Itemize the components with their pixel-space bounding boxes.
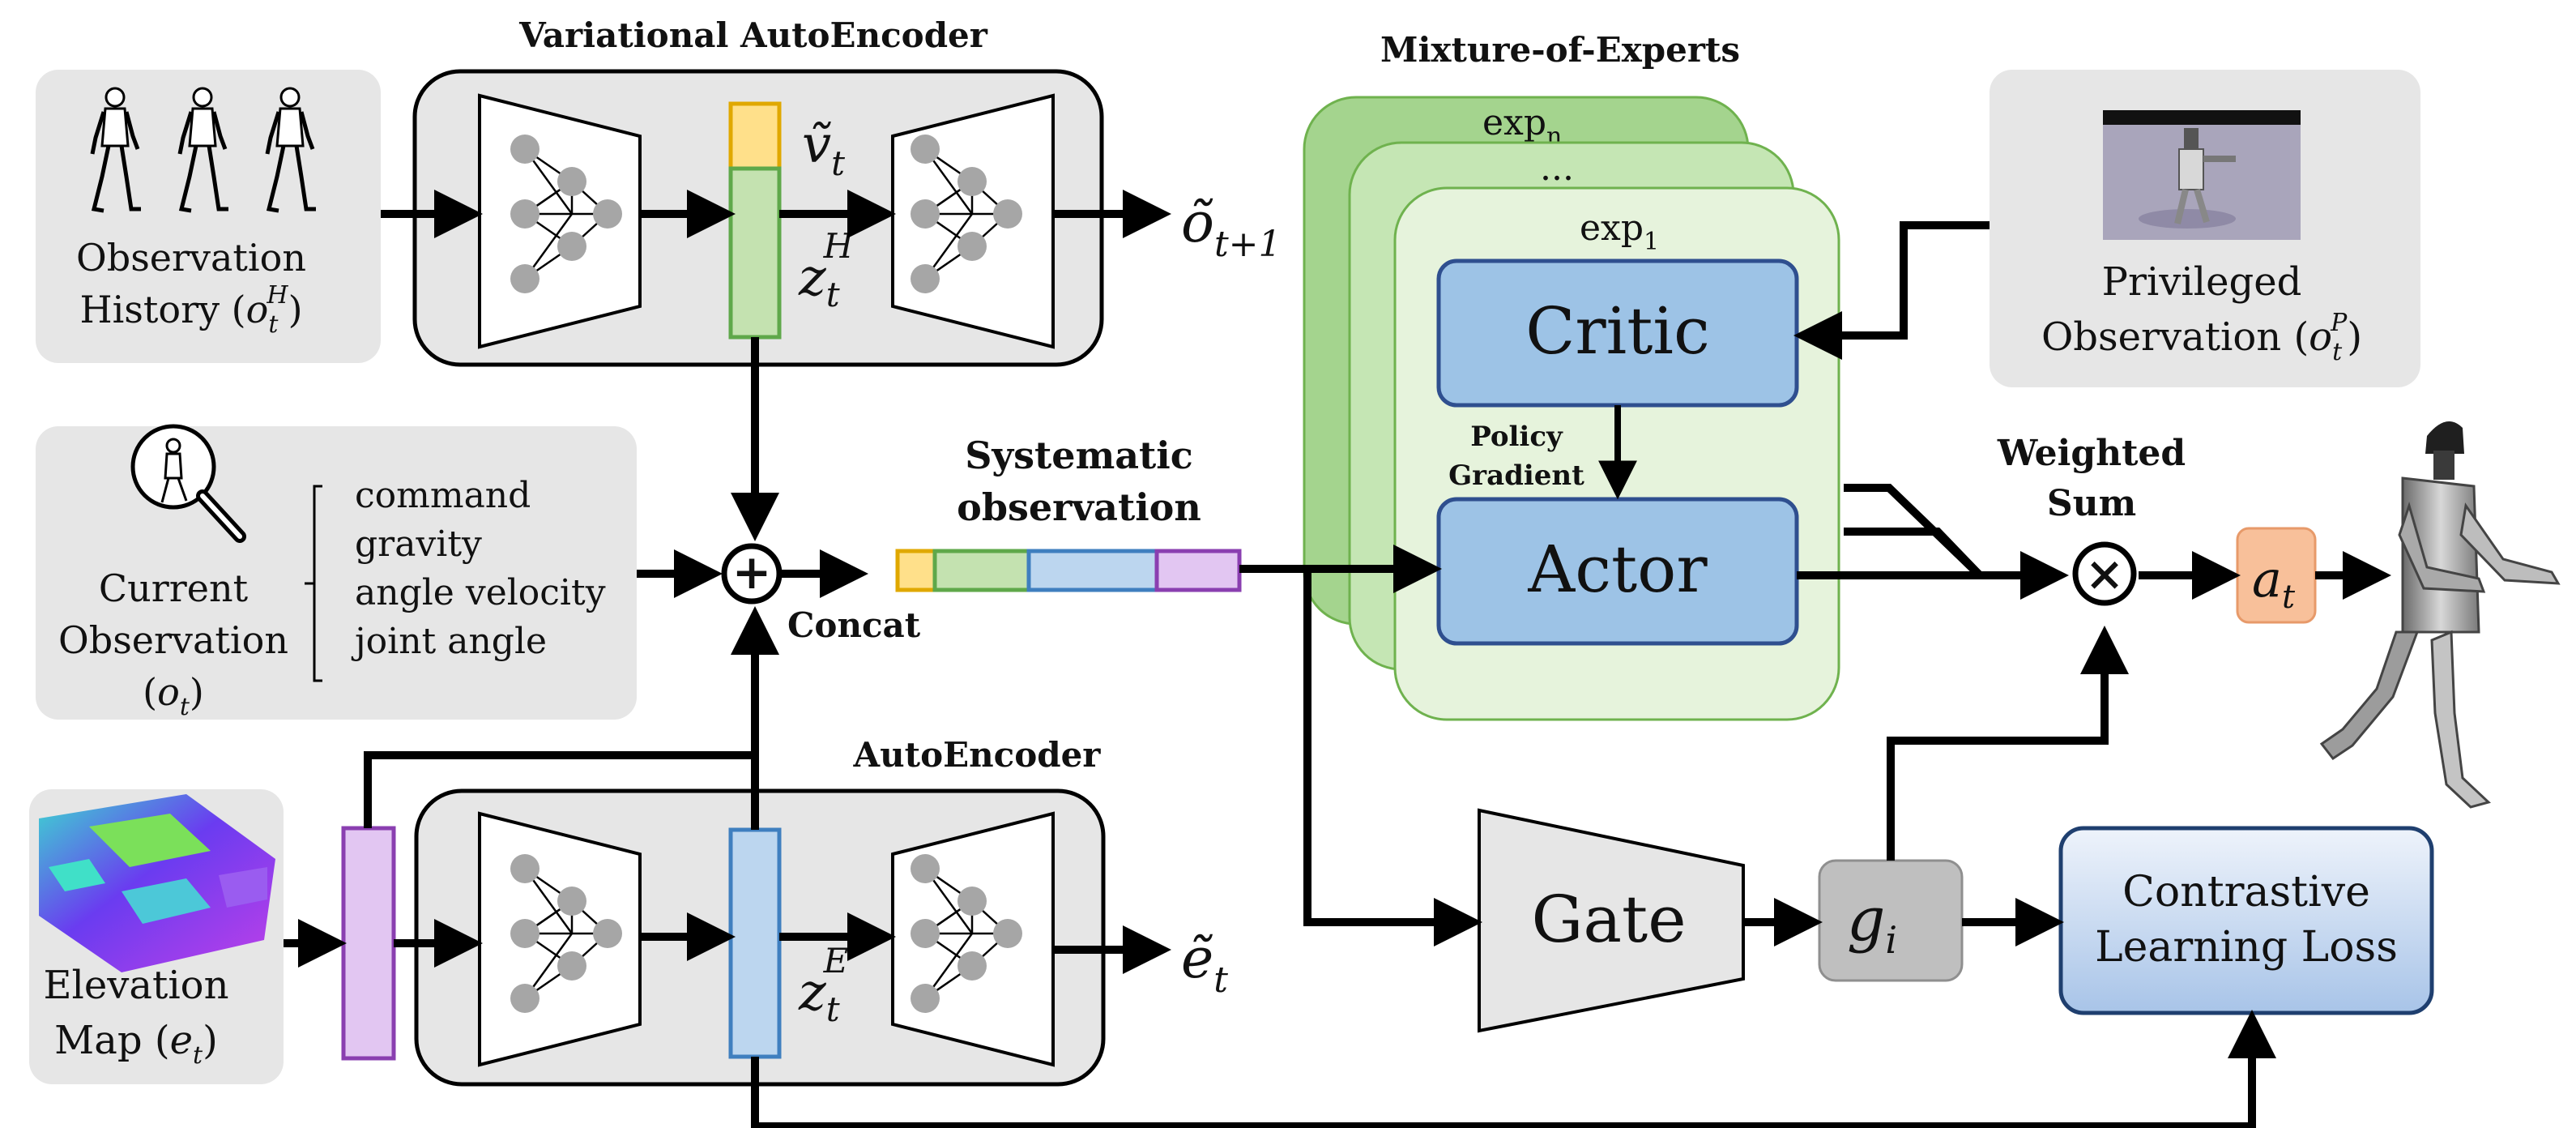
arrow xyxy=(751,1009,2276,1128)
ae-output-label: ẽt xyxy=(1181,927,1228,1001)
v-tilde-label: ṽt xyxy=(802,115,845,183)
contrastive-label-line1: Contrastive xyxy=(2122,868,2370,916)
vae-block: ṽt ztH xyxy=(412,69,1104,367)
connector-arrows xyxy=(284,190,2392,1128)
humanoid-robot-image xyxy=(2319,421,2561,809)
critic-label: Critic xyxy=(1525,293,1710,369)
policy-gradient-line2: Gradient xyxy=(1448,459,1584,492)
gi-label: gi xyxy=(1847,885,1897,962)
action-label: at xyxy=(2252,549,2296,616)
current-observation-panel: Current Observation (ot) command gravity… xyxy=(36,424,637,721)
current-item: joint angle xyxy=(351,621,547,662)
history-label-line2: History (otH) xyxy=(79,281,302,339)
privileged-observation-panel: Privileged Observation (otP) xyxy=(1990,70,2420,387)
gate-block: Gate xyxy=(1478,808,1745,1033)
elevation-label-line1: Elevation xyxy=(44,963,229,1008)
current-item: angle velocity xyxy=(355,572,606,613)
v-latent-bar xyxy=(728,101,782,171)
current-label-line1: Current xyxy=(99,566,249,610)
gate-weight-node: gi xyxy=(1818,859,1964,982)
moe-title: Mixture-of-Experts xyxy=(1380,30,1740,70)
arrow xyxy=(1887,625,2129,861)
gate-label: Gate xyxy=(1531,882,1686,957)
multiply-icon: × xyxy=(2085,546,2125,601)
ae-title: AutoEncoder xyxy=(853,735,1102,775)
systematic-observation-bar xyxy=(895,549,1242,592)
expert-1-label: exp1 xyxy=(1580,207,1659,256)
systematic-label-line2: observation xyxy=(957,485,1201,529)
weighted-sum-line1: Weighted xyxy=(1997,433,2186,474)
magnifier-icon xyxy=(130,424,246,543)
current-label-line2: Observation xyxy=(58,618,288,662)
observation-history-panel: Observation History (otH) xyxy=(36,70,381,363)
concat-node: + xyxy=(721,543,783,605)
elevation-label-line2: Map (et) xyxy=(54,1018,218,1070)
current-item: command xyxy=(355,475,531,516)
arrow xyxy=(1793,221,1990,360)
history-label-line1: Observation xyxy=(76,236,306,280)
concat-label: Concat xyxy=(787,605,921,645)
actor-label: Actor xyxy=(1527,532,1708,607)
expert-ellipsis: ... xyxy=(1540,147,1574,189)
arrow xyxy=(1303,569,1483,946)
ze-latent-bar xyxy=(728,827,782,1059)
weighted-sum-line2: Sum xyxy=(2047,483,2136,524)
simulation-thumbnail xyxy=(2103,110,2301,240)
current-item: gravity xyxy=(355,523,482,565)
ae-block: ztE xyxy=(414,788,1106,1087)
brace xyxy=(305,485,322,682)
elevation-input-bar xyxy=(341,826,396,1061)
policy-gradient-line1: Policy xyxy=(1470,421,1563,453)
contrastive-label-line2: Learning Loss xyxy=(2095,923,2398,972)
current-label-line3: (ot) xyxy=(143,670,204,721)
connector xyxy=(364,751,755,828)
privileged-label-line1: Privileged xyxy=(2102,259,2302,305)
plus-icon: + xyxy=(732,545,772,600)
ze-label: ztE xyxy=(798,941,848,1029)
action-node: at xyxy=(2236,527,2317,624)
privileged-label-line2: Observation (otP) xyxy=(2041,309,2362,366)
vae-title: Variational AutoEncoder xyxy=(518,15,988,55)
expert-1: exp1 Critic Actor Policy Gradient xyxy=(1393,186,1840,721)
weighted-sum-node: × xyxy=(2072,541,2137,606)
vae-output-label: õt+1 xyxy=(1181,191,1282,265)
zh-latent-bar xyxy=(728,166,782,340)
elevation-map-image xyxy=(39,794,275,972)
connector xyxy=(1844,528,1983,579)
elevation-map-panel: Elevation Map (et) xyxy=(29,789,284,1084)
systematic-label-line1: Systematic xyxy=(965,434,1193,477)
contrastive-loss-block: Contrastive Learning Loss xyxy=(2058,826,2434,1015)
